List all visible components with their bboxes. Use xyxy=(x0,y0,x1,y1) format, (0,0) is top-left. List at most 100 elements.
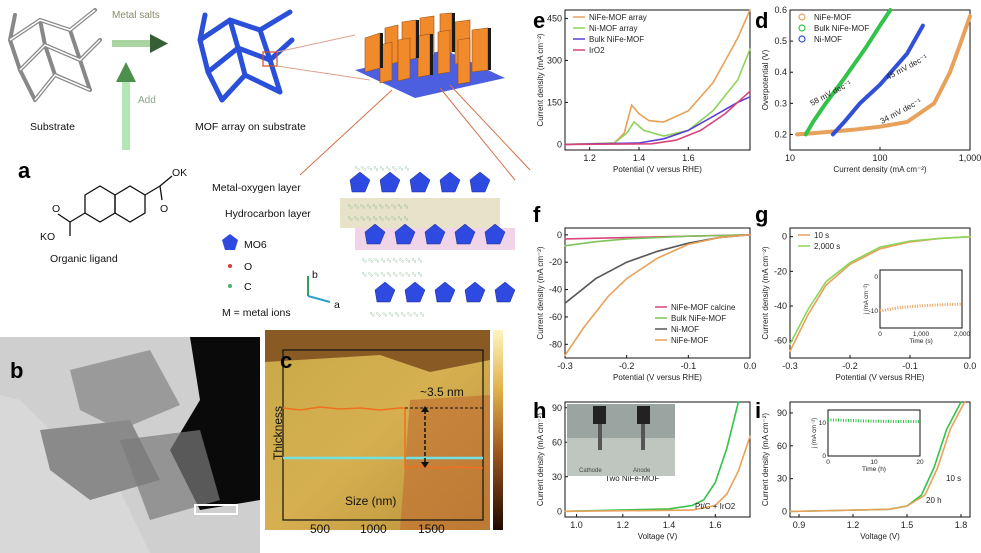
xtick-label: -0.1 xyxy=(902,361,918,371)
svg-text:ᵒₒ ᵒₒ ᵒₒ ᵒₒ ᵒₒ ᵒₒ ᵒₒ ᵒₒ ᵒₒ ᵒₒ: ᵒₒ ᵒₒ ᵒₒ ᵒₒ ᵒₒ ᵒₒ ᵒₒ ᵒₒ ᵒₒ ᵒₒ xyxy=(348,204,409,210)
legend-label: Bulk NiFe-MOF xyxy=(814,24,869,33)
mof-array-label: MOF array on substrate xyxy=(195,121,306,133)
x-axis-label: Voltage (V) xyxy=(860,532,900,541)
legend-marker xyxy=(798,13,806,21)
panel-letter-b: b xyxy=(10,358,23,383)
ytick-label: 90 xyxy=(777,408,787,418)
series-line-iro2 xyxy=(564,90,751,146)
curve-label-20h: 20 h xyxy=(926,496,942,505)
xtick-label: -0.3 xyxy=(782,361,798,371)
legend-label: IrO2 xyxy=(589,46,605,55)
afm-thickness-annotation: ~3.5 nm xyxy=(420,385,464,399)
xtick-label: -0.2 xyxy=(619,361,635,371)
xtick-label: 1.2 xyxy=(583,153,596,163)
crystal-structure: ᵒₒ ᵒₒ ᵒₒ ᵒₒ ᵒₒ ᵒₒ ᵒₒ ᵒₒ ᵒₒ ᵒₒ ᵒₒ ᵒₒ ᵒₒ ᵒ… xyxy=(340,166,516,318)
ligand-o2-label: O xyxy=(160,203,168,215)
legend-label: NiFe-MOF xyxy=(671,336,708,345)
panel-letter-c: c xyxy=(280,348,292,373)
inset-xtick: 0 xyxy=(826,459,830,466)
ligand-ok-label: OK xyxy=(172,167,187,179)
legend-label: Ni-MOF xyxy=(671,325,699,334)
y-axis-label: Current density (mA cm⁻²) xyxy=(536,246,545,339)
xtick-label: 1.5 xyxy=(901,520,914,530)
xtick-label: 0.0 xyxy=(964,361,977,371)
series-line-pt-c-iro2 xyxy=(564,435,751,513)
y-axis-label: Current density (mA cm⁻²) xyxy=(761,246,770,339)
arrow-right-shaft xyxy=(112,40,152,47)
afm-xtick-1000: 1000 xyxy=(360,522,387,536)
svg-text:ᵒₒ ᵒₒ ᵒₒ ᵒₒ ᵒₒ ᵒₒ ᵒₒ ᵒₒ ᵒₒ ᵒₒ: ᵒₒ ᵒₒ ᵒₒ ᵒₒ ᵒₒ ᵒₒ ᵒₒ ᵒₒ ᵒₒ ᵒₒ xyxy=(362,258,423,264)
xtick-label: -0.1 xyxy=(681,361,697,371)
xtick-label: 1.0 xyxy=(570,520,583,530)
afm-arrow-top xyxy=(421,406,429,412)
plot-frame-h xyxy=(564,401,751,518)
inset-xtick: 2,000 xyxy=(954,331,971,338)
plot-frame-f xyxy=(564,227,751,359)
add-label: Add xyxy=(138,95,156,106)
legend-label: NiFe-MOF calcine xyxy=(671,303,736,312)
mof-frame xyxy=(197,9,295,103)
legend-label: Ni-MOF array xyxy=(589,24,637,33)
legend-label: NiFe-MOF array xyxy=(589,13,647,22)
inset-frame xyxy=(879,269,963,329)
afm-colorbar xyxy=(493,330,503,530)
ytick-label: 0.5 xyxy=(774,36,787,46)
svg-text:ᵒₒ ᵒₒ ᵒₒ ᵒₒ ᵒₒ ᵒₒ ᵒₒ ᵒₒ ᵒₒ: ᵒₒ ᵒₒ ᵒₒ ᵒₒ ᵒₒ ᵒₒ ᵒₒ ᵒₒ ᵒₒ xyxy=(355,166,410,172)
curve-label-ptc-iro2: Pt/C + IrO2 xyxy=(695,502,736,511)
zoom-line-2 xyxy=(276,65,371,81)
ytick-label: 0.2 xyxy=(774,129,787,139)
ytick-label: 0.4 xyxy=(774,67,787,77)
arrow-right-head xyxy=(150,34,168,53)
x-axis-label: Potential (V versus RHE) xyxy=(613,373,702,382)
inset-ytick: 0 xyxy=(874,274,878,281)
ytick-label: 0 xyxy=(782,507,787,517)
plot-frame-e xyxy=(564,9,751,151)
afm-arrow-bottom xyxy=(421,462,429,468)
inset-xtick: 10 xyxy=(870,459,878,466)
hydrocarbon-layer-label: Hydrocarbon layer xyxy=(225,208,311,220)
ytick-label: 450 xyxy=(547,13,562,23)
ytick-label: 60 xyxy=(777,441,787,451)
panel-letter-e: e xyxy=(533,8,545,33)
ytick-label: 0 xyxy=(782,232,787,242)
photo-wire-right xyxy=(641,424,645,450)
mo6-key-label: MO6 xyxy=(244,239,267,251)
photo-electrode-left xyxy=(593,406,606,424)
metal-oxygen-layer-label: Metal-oxygen layer xyxy=(212,182,301,194)
arrow-up-head xyxy=(116,62,136,82)
ytick-label: -40 xyxy=(774,301,787,311)
ytick-label: 300 xyxy=(547,55,562,65)
mo6-key-symbol xyxy=(222,234,238,250)
ytick-label: -80 xyxy=(549,339,562,349)
series-line-two-nife-mof xyxy=(564,401,740,513)
ligand-o1-label: O xyxy=(52,203,60,215)
inset-ytick: -10 xyxy=(869,308,879,315)
series-line-2-000-s xyxy=(789,235,971,345)
xtick-label: 1.6 xyxy=(709,520,722,530)
legend-label: 2,000 s xyxy=(814,242,840,251)
c-key-label: C xyxy=(244,281,252,293)
afm-height-profile xyxy=(282,406,484,469)
hydrocarbon-band xyxy=(340,198,500,228)
substrate-label: Substrate xyxy=(30,121,75,133)
photo-wire-left xyxy=(598,424,602,450)
ytick-label: 0 xyxy=(557,230,562,240)
panel-letter-i: i xyxy=(755,398,761,423)
inset-ylabel: j (mA cm⁻²) xyxy=(812,418,818,450)
panel-letter-f: f xyxy=(533,202,541,227)
svg-text:ᵒₒ ᵒₒ ᵒₒ ᵒₒ ᵒₒ ᵒₒ ᵒₒ ᵒₒ ᵒₒ ᵒₒ: ᵒₒ ᵒₒ ᵒₒ ᵒₒ ᵒₒ ᵒₒ ᵒₒ ᵒₒ ᵒₒ ᵒₒ xyxy=(362,272,423,278)
organic-ligand-structure xyxy=(57,175,173,236)
series-line-bulk-nife-mof xyxy=(564,234,751,247)
ytick-label: 0 xyxy=(557,139,562,149)
afm-plot-frame xyxy=(282,349,484,521)
o-key-label: O xyxy=(244,261,252,273)
xtick-label: 1.8 xyxy=(955,520,968,530)
svg-text:ᵒₒ ᵒₒ ᵒₒ ᵒₒ ᵒₒ ᵒₒ ᵒₒ ᵒₒ ᵒₒ: ᵒₒ ᵒₒ ᵒₒ ᵒₒ ᵒₒ ᵒₒ ᵒₒ ᵒₒ ᵒₒ xyxy=(370,312,425,318)
axis-a-arrow xyxy=(307,295,331,303)
inset-xtick: 0 xyxy=(878,331,882,338)
